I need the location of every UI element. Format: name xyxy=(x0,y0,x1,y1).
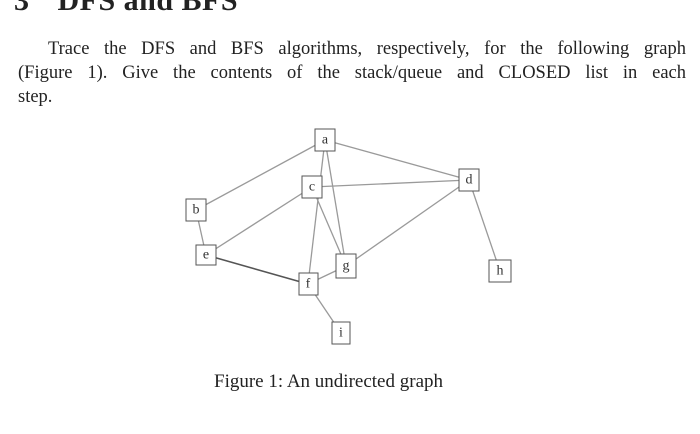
section-number: 3 xyxy=(14,0,30,17)
edge-c-e xyxy=(205,186,313,256)
node-h: h xyxy=(488,259,512,283)
node-i-label: i xyxy=(339,326,343,341)
node-f: f xyxy=(298,272,319,296)
graph-edges xyxy=(195,139,501,334)
edge-d-h xyxy=(468,179,501,272)
section-heading: 3 DFS and BFS xyxy=(14,0,238,18)
graph-nodes: a b c d e f g h xyxy=(185,128,512,345)
node-d: d xyxy=(458,168,480,192)
edge-d-g xyxy=(345,179,470,267)
paragraph-line-2: (Figure 1). Give the contents of the sta… xyxy=(18,63,686,83)
node-e: e xyxy=(195,244,217,266)
node-a: a xyxy=(314,128,336,152)
section-title: DFS and BFS xyxy=(57,0,239,17)
node-g: g xyxy=(335,253,357,279)
edge-e-f xyxy=(205,254,309,285)
node-c-label: c xyxy=(309,180,315,195)
question-paragraph: Trace the DFS and BFS algorithms, respec… xyxy=(18,37,686,109)
node-i: i xyxy=(331,321,351,345)
figure-caption: Figure 1: An undirected graph xyxy=(214,371,444,392)
paragraph-line-1: Trace the DFS and BFS algorithms, respec… xyxy=(48,39,686,59)
edge-a-f xyxy=(307,139,326,285)
node-c: c xyxy=(301,175,323,199)
edge-c-g xyxy=(311,186,347,267)
node-b-label: b xyxy=(193,203,200,218)
node-e-label: e xyxy=(203,248,209,263)
edge-a-g xyxy=(324,139,347,267)
node-h-label: h xyxy=(497,264,504,279)
edge-c-d xyxy=(311,179,470,188)
node-d-label: d xyxy=(466,173,473,188)
node-a-label: a xyxy=(322,133,329,148)
edge-a-d xyxy=(324,139,470,181)
node-g-label: g xyxy=(343,259,350,274)
node-b: b xyxy=(185,198,207,222)
node-f-label: f xyxy=(306,277,311,292)
edge-a-b xyxy=(195,139,326,211)
paragraph-line-3: step. xyxy=(18,87,53,107)
